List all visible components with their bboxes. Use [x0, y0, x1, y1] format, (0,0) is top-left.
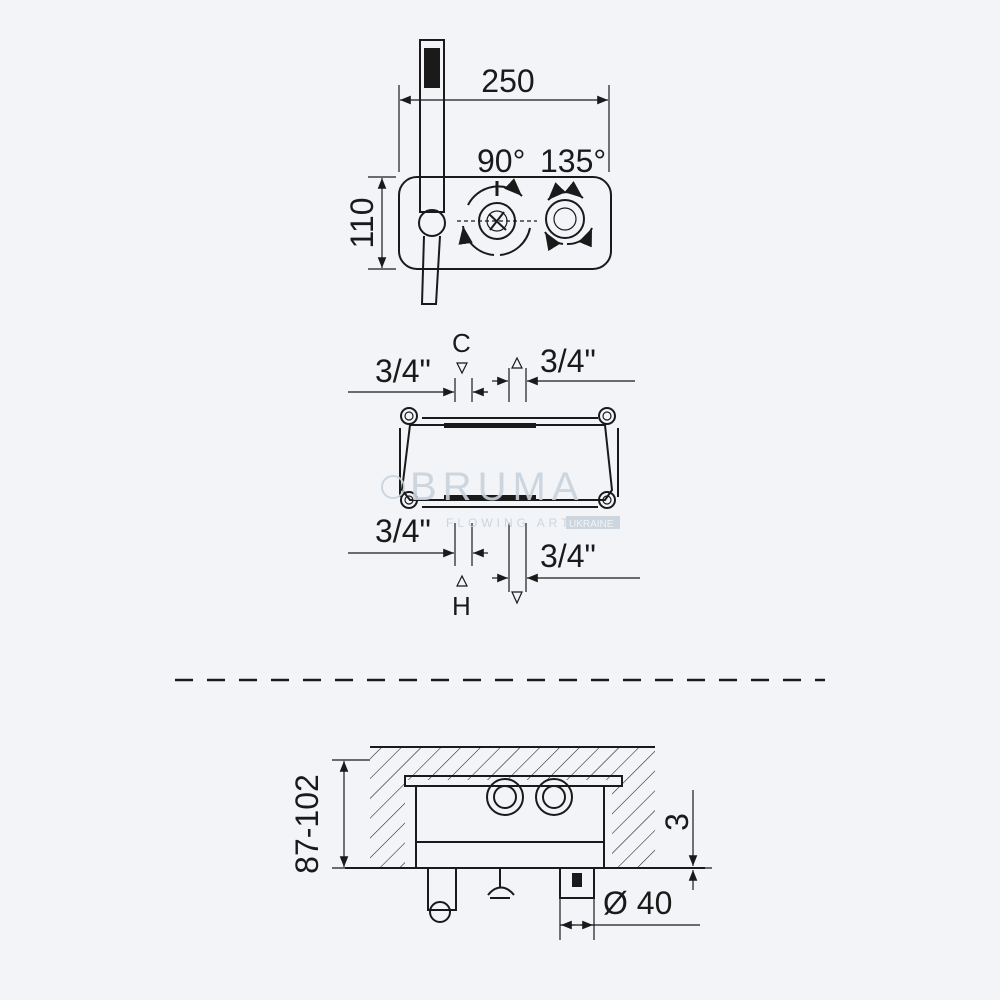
cold-inlet-label: C: [452, 328, 471, 358]
thermostat-knob: [544, 181, 593, 252]
depth-label: 87-102: [289, 774, 325, 874]
offset-label: 3: [659, 813, 695, 831]
section-view: 87-102 3 Ø 40: [289, 746, 712, 940]
svg-text:BRUMA: BRUMA: [410, 465, 584, 509]
top-right-size-label: 3/4": [540, 343, 596, 379]
plan-view: 3/4" C 3/4" 3/4" H 3/4" BRUMA FLOWING AR…: [348, 328, 640, 621]
height-label: 110: [344, 197, 380, 248]
valve-ports: [486, 778, 573, 816]
angle-135-label: 135°: [540, 143, 606, 179]
svg-text:UKRAINE: UKRAINE: [569, 519, 614, 530]
wall-plate: [398, 176, 612, 270]
diverter-knob: [457, 178, 537, 256]
angle-90-label: 90°: [477, 143, 525, 179]
hot-inlet-label: H: [452, 591, 471, 621]
watermark: BRUMA FLOWING ART UKRAINE: [381, 465, 620, 530]
diameter-label: Ø 40: [603, 885, 672, 921]
wall-hatch: [370, 747, 655, 868]
top-left-size-label: 3/4": [375, 353, 431, 389]
front-view: 250 110 90° 135°: [344, 39, 612, 305]
width-label: 250: [481, 63, 534, 99]
bottom-left-size-label: 3/4": [375, 513, 431, 549]
hand-shower: [418, 39, 446, 305]
svg-text:FLOWING ART: FLOWING ART: [446, 516, 572, 530]
corner-bosses: [400, 407, 616, 509]
bottom-right-size-label: 3/4": [540, 538, 596, 574]
